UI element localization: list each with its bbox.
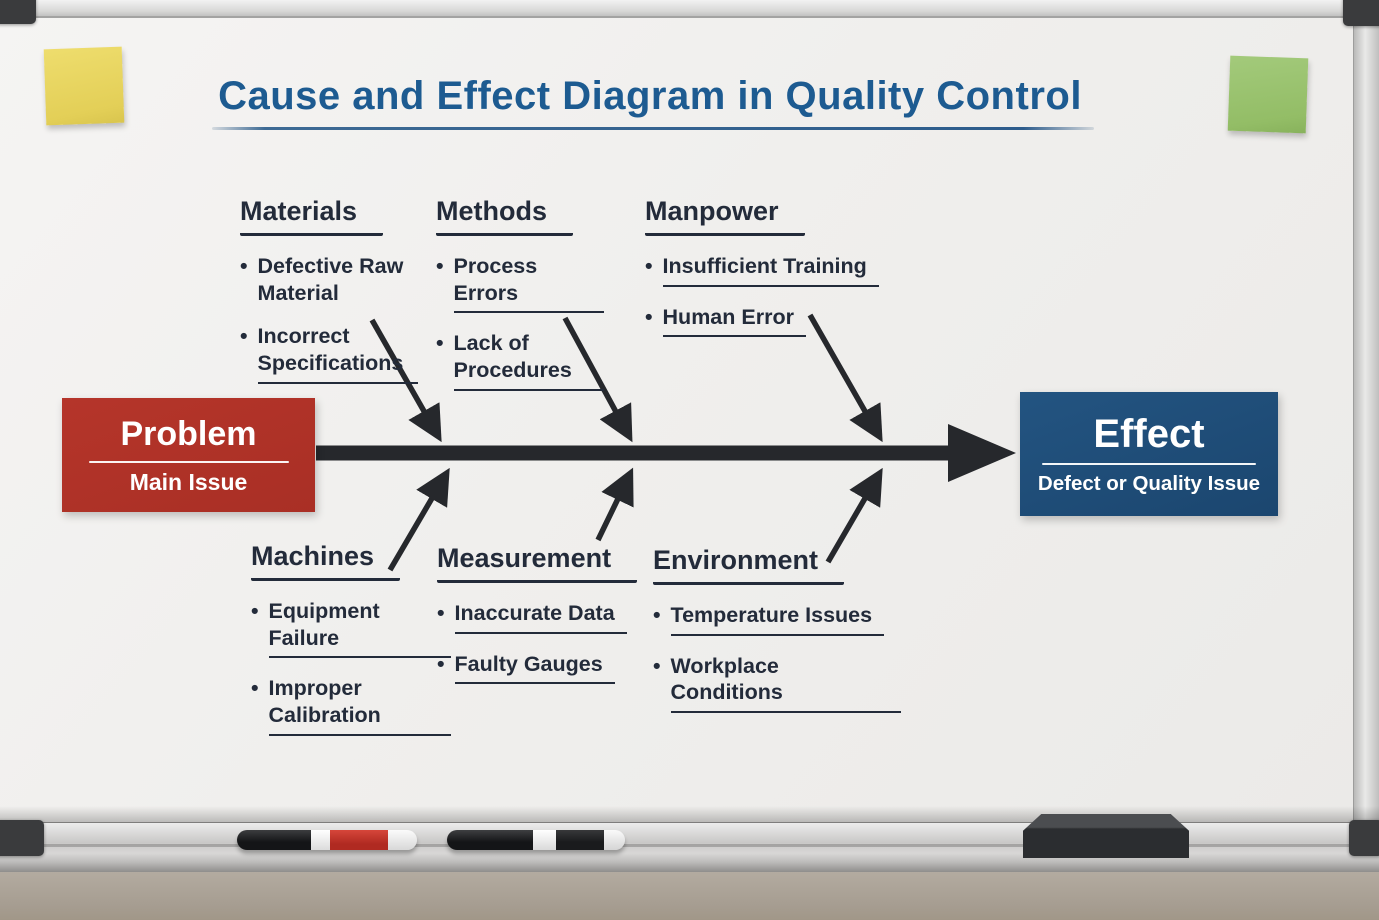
cause-item: •Faulty Gauges bbox=[437, 651, 635, 685]
cause-item: •Process Errors bbox=[436, 253, 604, 314]
frame-corner-top-right bbox=[1343, 0, 1379, 26]
category-materials: Materials •Defective Raw Material •Incor… bbox=[240, 196, 418, 384]
whiteboard-top-rail bbox=[0, 0, 1379, 18]
problem-divider bbox=[88, 460, 289, 463]
category-heading: Manpower bbox=[645, 196, 883, 236]
frame-corner-top-left bbox=[0, 0, 36, 24]
marker-cap bbox=[237, 830, 311, 850]
frame-corner-bottom-right bbox=[1349, 820, 1379, 856]
category-heading: Methods bbox=[436, 196, 604, 236]
category-heading: Machines bbox=[251, 541, 451, 581]
problem-label: Problem bbox=[120, 414, 257, 453]
bullet-icon: • bbox=[251, 599, 259, 623]
bullet-icon: • bbox=[251, 676, 259, 701]
effect-label: Effect bbox=[1093, 412, 1205, 456]
bullet-icon: • bbox=[653, 653, 661, 678]
category-machines: Machines •Equipment Failure •Improper Ca… bbox=[251, 541, 451, 736]
marker-grip bbox=[556, 830, 604, 850]
problem-node: Problem Main Issue bbox=[62, 398, 315, 512]
bullet-icon: • bbox=[240, 324, 248, 349]
category-methods: Methods •Process Errors •Lack of Procedu… bbox=[436, 196, 604, 391]
cause-item: •Incorrect Specifications bbox=[240, 323, 418, 384]
bullet-icon: • bbox=[436, 331, 444, 356]
bullet-icon: • bbox=[645, 254, 653, 278]
wall-background bbox=[0, 872, 1379, 920]
effect-sublabel: Defect or Quality Issue bbox=[1037, 472, 1261, 495]
cause-item: •Workplace Conditions bbox=[653, 653, 901, 713]
marker-tip bbox=[388, 830, 417, 850]
marker-band bbox=[311, 830, 330, 850]
cause-item: •Inaccurate Data bbox=[437, 600, 635, 634]
title-underline bbox=[212, 127, 1094, 130]
bullet-icon: • bbox=[653, 603, 661, 627]
red-whiteboard-marker bbox=[237, 830, 417, 850]
diagram-title: Cause and Effect Diagram in Quality Cont… bbox=[218, 74, 1082, 118]
problem-sublabel: Main Issue bbox=[129, 468, 248, 495]
cause-item: •Defective Raw Material bbox=[240, 254, 404, 305]
bullet-icon: • bbox=[436, 254, 444, 278]
category-environment: Environment •Temperature Issues •Workpla… bbox=[653, 545, 901, 713]
marker-cap bbox=[447, 830, 533, 850]
cause-item: •Improper Calibration bbox=[251, 675, 451, 736]
sticky-note-green bbox=[1227, 55, 1309, 134]
category-heading: Measurement bbox=[437, 543, 638, 583]
bullet-icon: • bbox=[437, 601, 445, 625]
sticky-note-yellow bbox=[43, 46, 125, 126]
category-heading: Environment bbox=[653, 545, 901, 585]
effect-node: Effect Defect or Quality Issue bbox=[1020, 392, 1278, 516]
marker-band bbox=[533, 830, 556, 850]
marker-red-body bbox=[330, 830, 388, 850]
category-heading: Materials bbox=[240, 196, 418, 236]
category-measurement: Measurement •Inaccurate Data •Faulty Gau… bbox=[437, 543, 638, 685]
whiteboard-eraser bbox=[1023, 814, 1189, 858]
frame-corner-bottom-left bbox=[0, 820, 44, 856]
bullet-icon: • bbox=[645, 304, 653, 329]
cause-item: •Insufficient Training bbox=[645, 253, 883, 287]
cause-item: •Temperature Issues bbox=[653, 602, 901, 636]
whiteboard-right-rail bbox=[1353, 0, 1379, 822]
effect-divider bbox=[1042, 463, 1256, 465]
cause-item: •Lack of Procedures bbox=[436, 330, 604, 391]
cause-item: •Equipment Failure bbox=[251, 598, 451, 659]
category-manpower: Manpower •Insufficient Training •Human E… bbox=[645, 196, 883, 338]
marker-tip bbox=[604, 830, 625, 850]
board-bottom-shadow bbox=[0, 806, 1379, 822]
bullet-icon: • bbox=[240, 254, 248, 278]
black-whiteboard-marker bbox=[447, 830, 625, 850]
cause-item: •Human Error bbox=[645, 304, 883, 338]
bullet-icon: • bbox=[437, 651, 445, 676]
